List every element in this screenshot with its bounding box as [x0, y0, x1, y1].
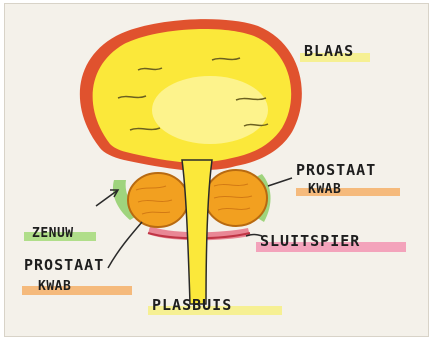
label-kwab-left: KWAB	[38, 279, 71, 294]
prostaat-right-pointer	[268, 178, 292, 186]
label-plasbuis: PLASBUIS	[152, 296, 232, 314]
label-blaas: BLAAS	[304, 42, 354, 60]
prostate-lobe-left	[128, 173, 188, 227]
label-prostaat-right: PROSTAAT	[296, 161, 376, 179]
label-sluitspier: SLUITSPIER	[260, 232, 360, 250]
prostaat-left-pointer	[108, 222, 142, 268]
label-zenuw: ZENUW	[32, 226, 74, 241]
bladder-sheen	[152, 76, 268, 144]
label-kwab-right: KWAB	[308, 182, 341, 197]
label-prostaat-left: PROSTAAT	[24, 256, 104, 274]
